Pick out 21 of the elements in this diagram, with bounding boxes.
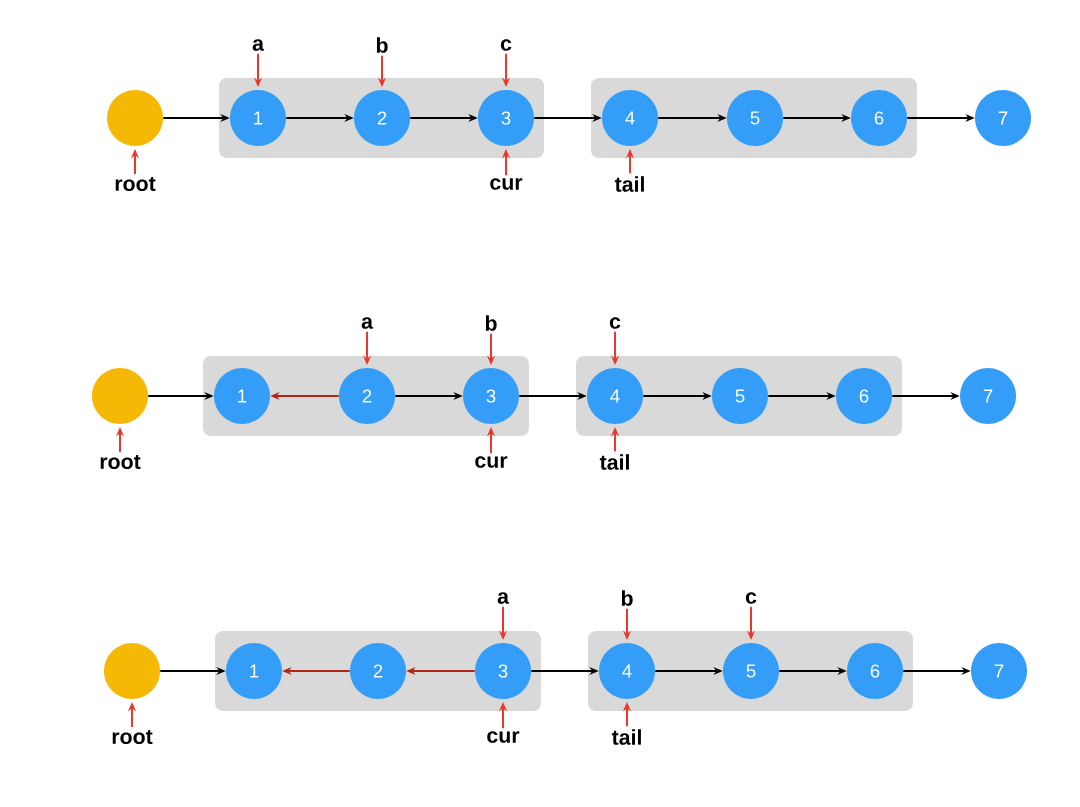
pointer-label: cur [487, 731, 520, 743]
pointer-label: b [621, 590, 633, 606]
pointer-label: tail [599, 454, 629, 470]
root-circle [104, 643, 160, 699]
pointer-label: root [100, 454, 141, 470]
pointer-label: c [745, 592, 757, 604]
pointer-label: c [609, 317, 621, 329]
pointer-label: cur [475, 456, 508, 468]
pointer-label: a [252, 39, 265, 51]
pointer-label: b [376, 37, 388, 53]
pointer-label: c [500, 39, 512, 51]
root-circle [107, 90, 163, 146]
pointer-label: a [497, 592, 510, 604]
pointer-label: cur [490, 178, 523, 190]
pointer-label: tail [614, 176, 644, 192]
pointer-label: b [485, 315, 497, 331]
root-circle [92, 368, 148, 424]
pointer-label: root [112, 729, 153, 745]
pointer-label: a [361, 317, 374, 329]
pointer-label: root [115, 176, 156, 192]
pointer-label: tail [611, 729, 641, 745]
